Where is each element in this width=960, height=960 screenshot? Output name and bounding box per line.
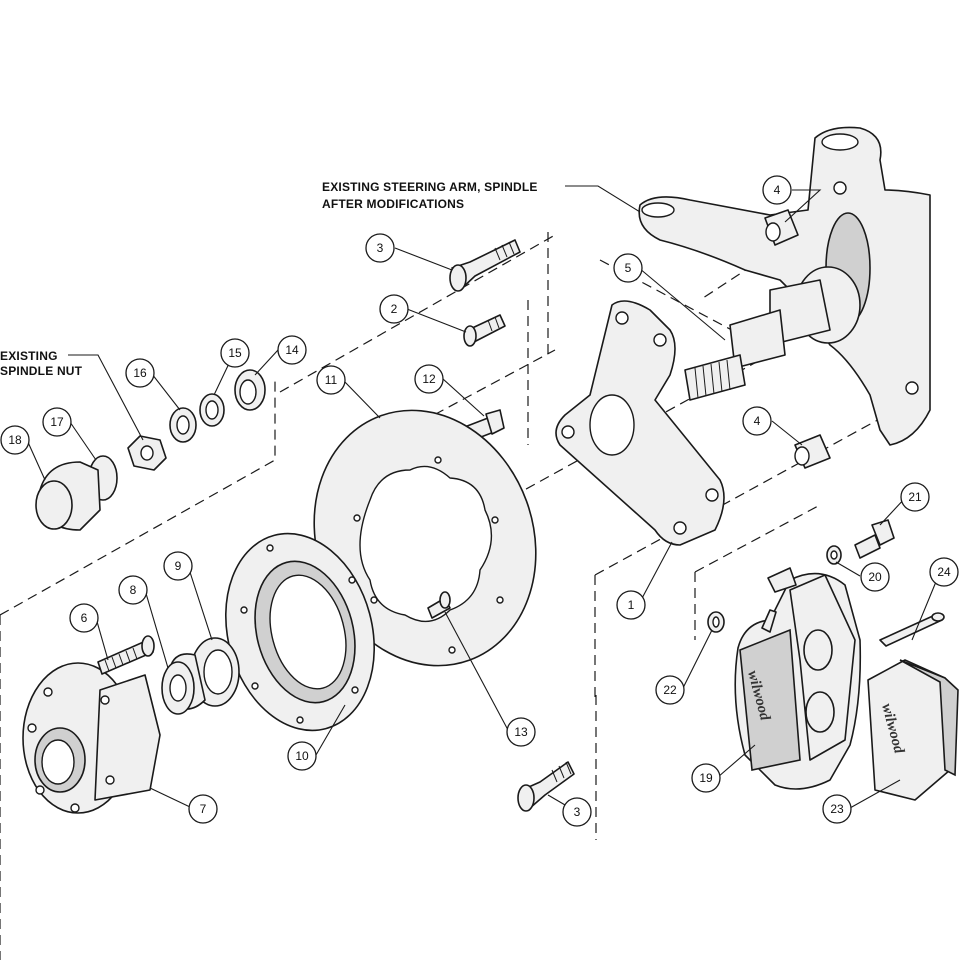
note-steering-arm: EXISTING STEERING ARM, SPINDLE AFTER MOD… [322, 180, 641, 213]
callout-24: 24 [929, 557, 959, 587]
callout-5-label: 5 [625, 261, 632, 275]
outer-bearing [234, 369, 266, 411]
rotor-stud [427, 591, 451, 619]
callout-4-upper: 4 [762, 175, 792, 205]
callout-8-label: 8 [130, 583, 137, 597]
callout-18: 18 [0, 425, 30, 455]
callout-1: 1 [616, 590, 646, 620]
callout-1-label: 1 [628, 598, 635, 612]
note-spindle-nut: EXISTING SPINDLE NUT [0, 349, 144, 441]
inner-bearing [161, 653, 206, 715]
callout-17-label: 17 [50, 415, 64, 429]
callout-9: 9 [163, 551, 193, 581]
brake-pads: wilwood [867, 659, 959, 801]
hub [22, 662, 161, 814]
rotor-hat [224, 532, 376, 732]
callout-10-label: 10 [295, 749, 309, 763]
callout-5: 5 [613, 253, 643, 283]
long-bracket-bolt-lower [517, 761, 575, 812]
note-steering-arm-line1: EXISTING STEERING ARM, SPINDLE [322, 180, 538, 194]
wheel-stud [97, 635, 155, 675]
callout-11: 11 [316, 365, 346, 395]
spacer-bushing-upper [764, 209, 799, 246]
shim-washer [707, 611, 725, 633]
caliper-washer [826, 545, 842, 565]
callout-18-label: 18 [8, 433, 22, 447]
callout-4-upper-label: 4 [774, 183, 781, 197]
callout-23: 23 [822, 794, 852, 824]
caliper-bolt [854, 519, 895, 559]
callout-16: 16 [125, 358, 155, 388]
callout-3-lower-label: 3 [574, 805, 581, 819]
callout-3-lower: 3 [562, 797, 592, 827]
callout-4-lower: 4 [742, 406, 772, 436]
callout-3-upper-label: 3 [377, 241, 384, 255]
note-steering-arm-line2: AFTER MODIFICATIONS [322, 197, 464, 211]
callout-3-upper: 3 [365, 233, 395, 263]
rotor [313, 409, 537, 667]
spacer-bushing-lower [794, 434, 831, 469]
callout-19: 19 [691, 763, 721, 793]
callout-19-label: 19 [699, 771, 713, 785]
callout-14-label: 14 [285, 343, 299, 357]
callout-9-label: 9 [175, 559, 182, 573]
callout-21: 21 [900, 482, 930, 512]
note-spindle-nut-line1: EXISTING [0, 349, 58, 363]
dust-cap [35, 461, 101, 531]
callout-13: 13 [506, 717, 536, 747]
short-bracket-bolt [463, 314, 506, 347]
callout-6: 6 [69, 603, 99, 633]
callout-23-label: 23 [830, 802, 844, 816]
callout-20: 20 [860, 562, 890, 592]
callout-14: 14 [277, 335, 307, 365]
callout-17: 17 [42, 407, 72, 437]
callout-2: 2 [379, 294, 409, 324]
thrust-washer [169, 407, 197, 443]
existing-spindle-assembly [638, 126, 931, 446]
callout-7: 7 [188, 794, 218, 824]
callout-6-label: 6 [81, 611, 88, 625]
callout-15: 15 [220, 338, 250, 368]
callout-22-label: 22 [663, 683, 677, 697]
callout-11-label: 11 [325, 373, 338, 387]
outer-washer [199, 393, 225, 427]
callout-20-label: 20 [868, 570, 882, 584]
callout-12-label: 12 [422, 372, 436, 386]
callout-8: 8 [118, 575, 148, 605]
cotter-pin [879, 612, 945, 647]
note-spindle-nut-line2: SPINDLE NUT [0, 364, 83, 378]
caliper-mounting-bracket [555, 300, 725, 546]
callout-2-label: 2 [391, 302, 398, 316]
callout-15-label: 15 [228, 346, 242, 360]
callout-22: 22 [655, 675, 685, 705]
callout-21-label: 21 [908, 490, 922, 504]
callout-16-label: 16 [133, 366, 147, 380]
callout-13-label: 13 [514, 725, 528, 739]
callout-10: 10 [287, 741, 317, 771]
callout-7-label: 7 [200, 802, 207, 816]
caliper: wilwood [734, 567, 862, 790]
long-bracket-bolt-upper [449, 239, 521, 292]
callout-4-lower-label: 4 [754, 414, 761, 428]
callout-24-label: 24 [937, 565, 951, 579]
existing-spindle-nut [127, 435, 167, 471]
callout-12: 12 [414, 364, 444, 394]
